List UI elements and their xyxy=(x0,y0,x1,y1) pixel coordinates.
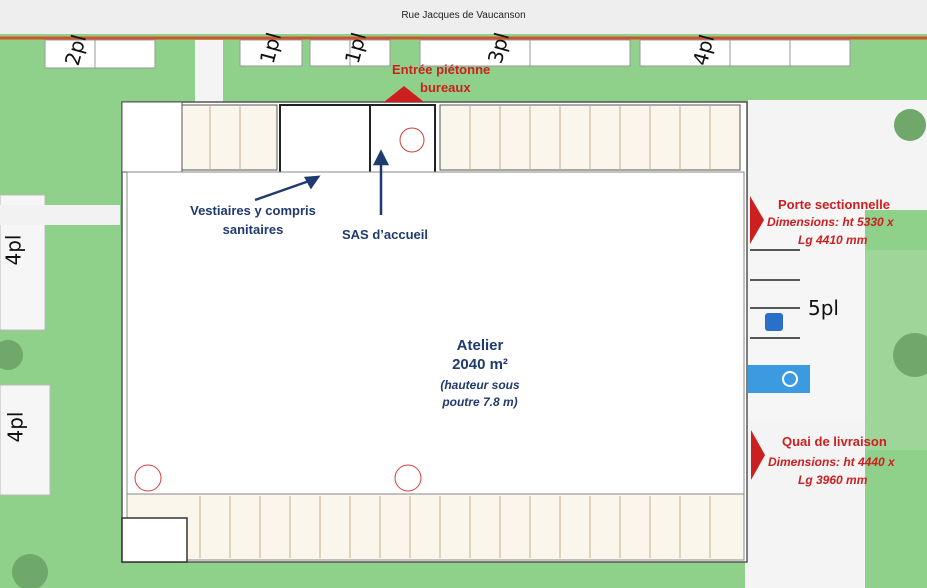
sectional-door-marker xyxy=(750,196,764,244)
street-name: Rue Jacques de Vaucanson xyxy=(401,10,526,21)
bottom-strip-grid xyxy=(199,496,711,558)
street-surface xyxy=(0,0,927,34)
spiral-staircase-top xyxy=(399,127,425,153)
tree-icon xyxy=(12,554,48,588)
parking-count-label: 4pl xyxy=(1,234,26,266)
workshop-title: Atelier xyxy=(456,337,504,354)
top-strip-grid xyxy=(209,105,711,170)
workshop-area: 2040 m² xyxy=(452,356,508,373)
right-parking-lines xyxy=(750,249,800,339)
pedestrian-entrance-label: Entrée piétonne xyxy=(392,62,491,77)
spiral-staircase-bottom-mid xyxy=(394,464,422,492)
loading-dock-dimensions: Lg 3960 mm xyxy=(798,473,868,487)
sectional-door-title: Porte sectionnelle xyxy=(778,197,890,212)
wheelchair-icon xyxy=(782,371,798,387)
top-offices xyxy=(121,101,741,174)
bottom-strip xyxy=(126,493,745,561)
right-yard-bottom xyxy=(745,420,865,588)
tree-icon xyxy=(893,333,927,377)
loading-dock-marker xyxy=(751,430,765,480)
loading-dock-title: Quai de livraison xyxy=(782,434,887,449)
entrance-marker xyxy=(384,86,424,102)
workshop-hall xyxy=(126,171,745,495)
sectional-door-dimensions: Dimensions: ht 5330 x xyxy=(767,215,894,229)
disabled-parking-icon-small xyxy=(765,313,783,331)
spiral-staircase-bottom-left xyxy=(134,464,162,492)
left-driveway xyxy=(0,205,120,225)
parking-count-label: 5pl xyxy=(808,296,839,320)
disabled-parking-bay xyxy=(748,365,810,393)
workshop-height-note: (hauteur sous xyxy=(440,378,520,392)
bottom-left-room xyxy=(121,517,188,563)
top-parking-bays xyxy=(44,39,851,69)
changing-rooms-label: sanitaires xyxy=(222,222,284,237)
left-parking-area-b xyxy=(0,384,51,496)
loading-dock-dimensions: Dimensions: ht 4440 x xyxy=(768,455,895,469)
sectional-door-dimensions: Lg 4410 mm xyxy=(798,233,868,247)
walkway-top-left xyxy=(195,40,223,102)
annotation-arrows xyxy=(254,149,390,215)
workshop-height-note: poutre 7.8 m) xyxy=(442,395,518,409)
parking-count-label: 4pl xyxy=(3,411,28,443)
pedestrian-entrance-label: bureaux xyxy=(420,80,471,95)
tree-icon xyxy=(894,109,926,141)
changing-rooms-label: Vestiaires y compris xyxy=(190,203,316,218)
reception-airlock-label: SAS d’accueil xyxy=(342,227,428,242)
tree-icon xyxy=(0,340,23,370)
